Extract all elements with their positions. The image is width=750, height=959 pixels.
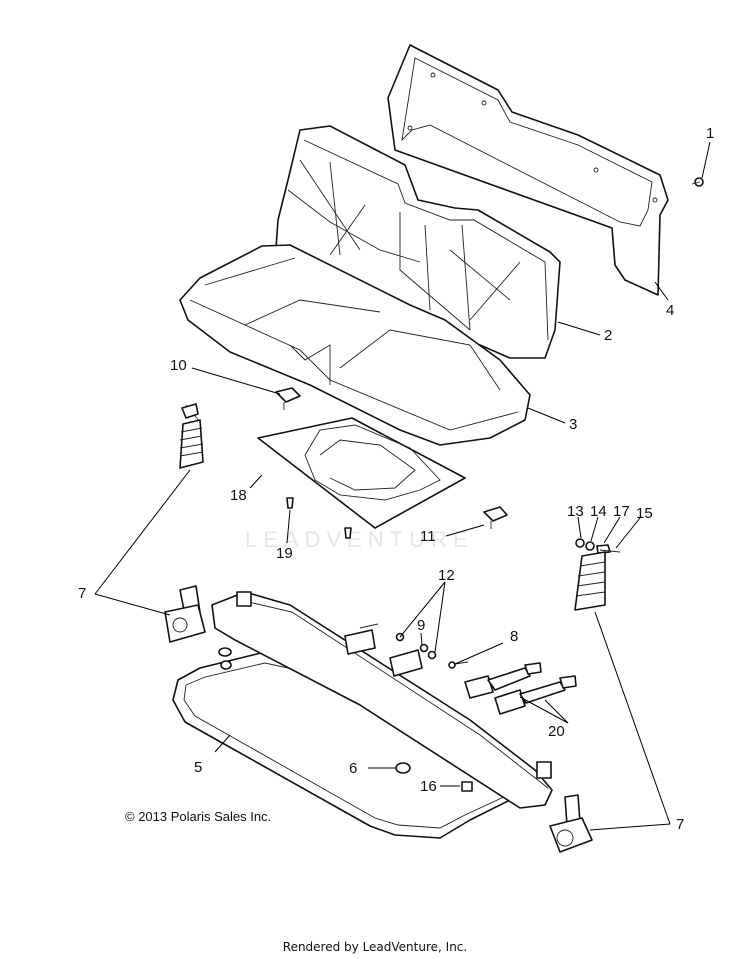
leader-lines [94,141,711,831]
buckle-bracket-12 [344,623,423,677]
callout-18: 18 [230,487,247,504]
watermark-text: LEADVENTURE [245,527,474,552]
callout-5: 5 [194,759,202,776]
callout-8: 8 [510,628,518,645]
callout-12: 12 [438,567,455,584]
callout-17: 17 [613,503,630,520]
callout-14: 14 [590,503,607,520]
callout-19: 19 [276,545,293,562]
grommet-left [218,647,232,670]
callout-3: 3 [569,416,577,433]
washers-9 [395,632,437,660]
seat-belt-buckles-20 [464,662,577,715]
callout-9: 9 [417,617,425,634]
bolt-16 [461,781,473,792]
callout-11: 11 [420,528,436,545]
screws-19 [286,497,352,539]
left-retractor [164,585,206,643]
callout-6: 6 [349,760,357,777]
screw-1 [691,177,704,187]
bolt-8 [448,661,469,669]
clip-11 [483,506,508,529]
copyright-notice: © 2013 Polaris Sales Inc. [125,809,272,824]
right-belt-buckle-boot [574,538,621,611]
grommet-6 [395,762,411,774]
callout-13: 13 [567,503,584,520]
seat-bottom-cushion [179,244,531,446]
callout-labels: 1 2 3 4 5 6 7 7 8 9 10 11 12 13 14 15 16… [78,125,714,833]
seat-back-panel [387,44,669,296]
right-retractor [549,794,593,853]
callout-2: 2 [604,327,612,344]
callout-7-right: 7 [676,816,684,833]
callout-15: 15 [636,505,653,522]
footer-credit: Rendered by LeadVenture, Inc. [282,940,468,954]
cross-bar [211,591,553,809]
seat-base-plate [257,417,466,529]
callout-4: 4 [666,302,674,319]
callout-7-left: 7 [78,585,86,602]
clip-10 [275,387,301,410]
callout-16: 16 [420,778,437,795]
seat-backrest [274,125,561,359]
left-belt-buckle-boot [179,403,204,469]
callout-10: 10 [170,357,187,374]
callout-1: 1 [706,125,714,142]
callout-20: 20 [548,723,565,740]
